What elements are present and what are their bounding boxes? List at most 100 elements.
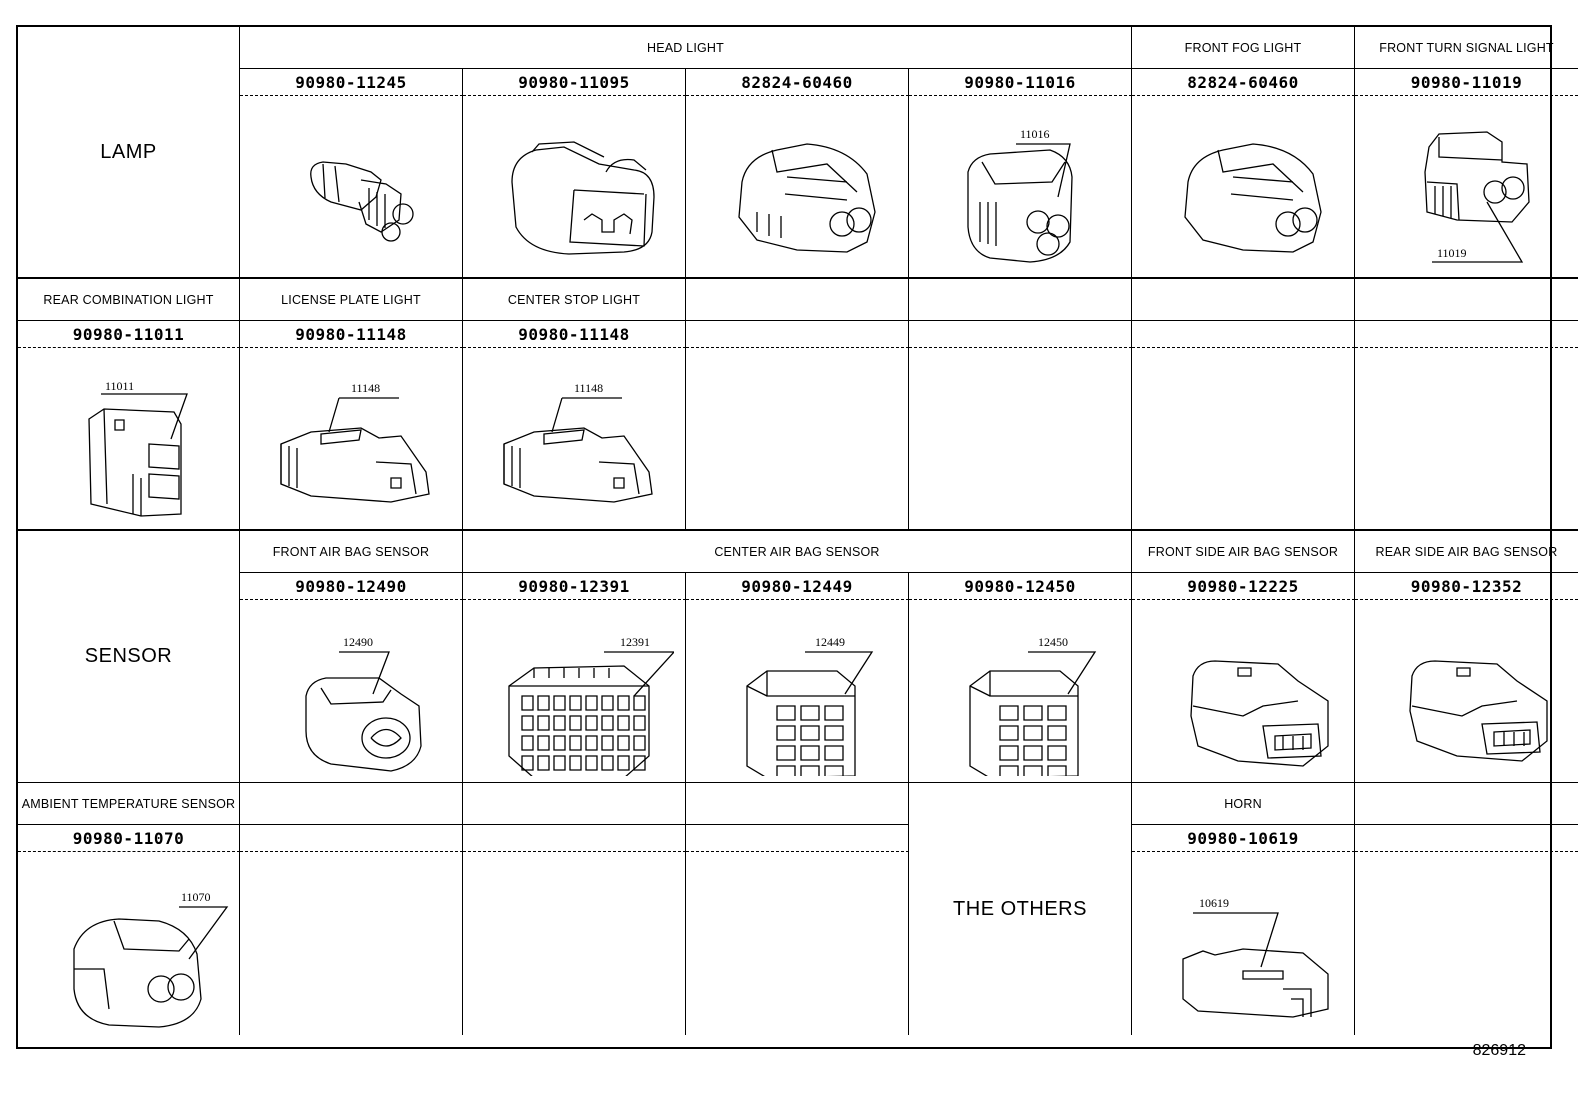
pin-cavity <box>554 736 565 750</box>
pin-cavity <box>602 716 613 730</box>
header-license-plate-light: LICENSE PLATE LIGHT <box>240 279 463 321</box>
pin-cavity <box>777 726 795 740</box>
header-front-fog-light: FRONT FOG LIGHT <box>1132 27 1355 69</box>
empty-cell <box>240 825 463 852</box>
pin-cavity <box>634 716 645 730</box>
empty-cell <box>1132 348 1355 531</box>
pin-cavity <box>1048 726 1066 740</box>
section-label-lamp: LAMP <box>18 27 240 279</box>
pin-cavity <box>1024 726 1042 740</box>
pin-cavity <box>825 726 843 740</box>
section-label-sensor: SENSOR <box>18 531 240 783</box>
part-number: 90980-11016 <box>909 69 1132 96</box>
empty-cell <box>240 783 463 825</box>
header-ambient-temperature-sensor: AMBIENT TEMPERATURE SENSOR <box>18 783 240 825</box>
connector-drawing-12490: 12490 <box>240 600 463 783</box>
header-center-stop-light: CENTER STOP LIGHT <box>463 279 686 321</box>
pin-cavity <box>522 736 533 750</box>
connector-drawing-12450: 12450 <box>909 600 1132 783</box>
connector-drawing-11148-stop: 11148 <box>463 348 686 531</box>
callout-label: 12391 <box>620 635 650 649</box>
empty-cell <box>463 825 686 852</box>
pin-cavity <box>586 716 597 730</box>
connector-drawing-12391: 12391 <box>463 600 686 783</box>
part-number: 90980-12449 <box>686 573 909 600</box>
empty-cell <box>1132 279 1355 321</box>
callout-label: 11011 <box>105 379 134 393</box>
connector-drawing-11019: 11019 <box>1355 96 1578 279</box>
pin-cavity <box>570 716 581 730</box>
connector-drawing-60460-fog <box>1132 96 1355 279</box>
empty-cell <box>909 279 1132 321</box>
pin-cavity <box>634 756 645 770</box>
pin-cavity <box>801 746 819 760</box>
header-rear-side-air-bag-sensor: REAR SIDE AIR BAG SENSOR <box>1355 531 1578 573</box>
pin-cavity <box>777 706 795 720</box>
pin-cavity <box>1048 706 1066 720</box>
connector-table: LAMP HEAD LIGHT FRONT FOG LIGHT FRONT TU… <box>16 25 1578 1049</box>
header-horn: HORN <box>1132 783 1355 825</box>
empty-cell <box>686 783 909 825</box>
part-number: 90980-11245 <box>240 69 463 96</box>
part-number: 90980-12352 <box>1355 573 1578 600</box>
pin-cavity <box>1024 706 1042 720</box>
part-number: 90980-12450 <box>909 573 1132 600</box>
pin-cavity <box>618 756 629 770</box>
pin-cavity <box>634 736 645 750</box>
connector-drawing-12352 <box>1355 600 1578 783</box>
pin-cavity <box>522 756 533 770</box>
pin-cavity <box>618 716 629 730</box>
header-front-air-bag-sensor: FRONT AIR BAG SENSOR <box>240 531 463 573</box>
figure-id: 826912 <box>1472 1042 1526 1059</box>
part-number: 90980-12225 <box>1132 573 1355 600</box>
empty-cell <box>686 321 909 348</box>
header-rear-combination-light: REAR COMBINATION LIGHT <box>18 279 240 321</box>
pin-cavity <box>602 696 613 710</box>
callout-label: 11016 <box>1020 127 1050 141</box>
pin-cavity <box>825 706 843 720</box>
part-number: 90980-11019 <box>1355 69 1578 96</box>
header-head-light: HEAD LIGHT <box>240 27 1132 69</box>
pin-cavity <box>825 766 843 776</box>
connector-drawing-11016: 11016 <box>909 96 1132 279</box>
callout-label: 11070 <box>181 890 211 904</box>
connector-drawing-12225 <box>1132 600 1355 783</box>
pin-cavity <box>586 756 597 770</box>
pin-cavity <box>554 696 565 710</box>
pin-cavity <box>538 736 549 750</box>
pin-cavity <box>801 766 819 776</box>
header-center-air-bag-sensor: CENTER AIR BAG SENSOR <box>463 531 1132 573</box>
callout-label: 10619 <box>1199 896 1229 910</box>
part-number: 90980-11148 <box>463 321 686 348</box>
empty-cell <box>1355 783 1578 825</box>
callout-label: 12450 <box>1038 635 1068 649</box>
pin-cavity <box>825 746 843 760</box>
empty-cell <box>463 783 686 825</box>
pin-cavity <box>538 716 549 730</box>
pin-cavity <box>538 696 549 710</box>
callout-label: 11019 <box>1437 246 1467 260</box>
empty-cell <box>686 348 909 531</box>
pin-cavity <box>1048 746 1066 760</box>
empty-cell <box>1355 825 1578 852</box>
part-number: 82824-60460 <box>1132 69 1355 96</box>
section-label-others: THE OTHERS <box>909 783 1132 1035</box>
header-front-turn-signal-light: FRONT TURN SIGNAL LIGHT <box>1355 27 1578 69</box>
pin-cavity <box>554 716 565 730</box>
part-number: 90980-11095 <box>463 69 686 96</box>
connector-drawing-11011: 11011 <box>18 348 240 531</box>
empty-cell <box>463 852 686 1035</box>
pin-cavity <box>602 756 613 770</box>
pin-cavity <box>586 736 597 750</box>
pin-cavity <box>1048 766 1066 776</box>
empty-cell <box>686 279 909 321</box>
part-number: 90980-12490 <box>240 573 463 600</box>
empty-cell <box>909 321 1132 348</box>
pin-cavity <box>522 716 533 730</box>
pin-cavity <box>618 696 629 710</box>
connector-drawing-11070: 11070 <box>18 852 240 1035</box>
part-number: 90980-11070 <box>18 825 240 852</box>
part-number: 90980-11011 <box>18 321 240 348</box>
empty-cell <box>240 852 463 1035</box>
pin-cavity <box>777 746 795 760</box>
